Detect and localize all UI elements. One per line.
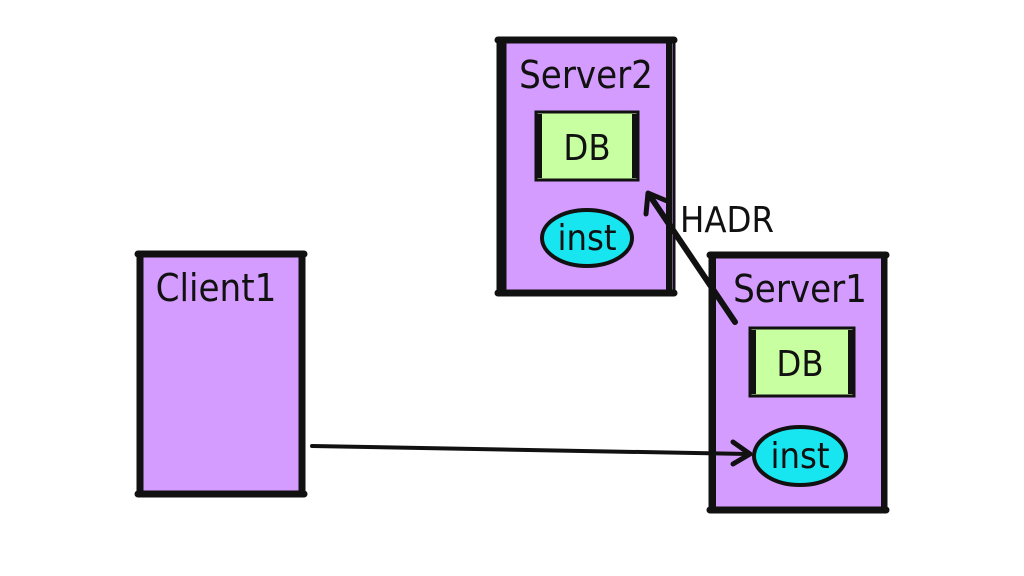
server2-title: Server2 [519, 53, 653, 97]
server2-db: DB [534, 110, 640, 182]
server2-node: Server2 DB inst [494, 36, 678, 297]
server1-inst: inst [752, 425, 848, 487]
server1-title: Server1 [733, 267, 867, 311]
client1-title: Client1 [156, 266, 277, 310]
hadr-label: HADR [680, 200, 774, 241]
client1-node: Client1 [134, 250, 308, 498]
server1-inst-label: inst [770, 436, 829, 477]
server1-db: DB [748, 326, 856, 398]
server1-node: Server1 DB inst [706, 251, 890, 514]
hadr-arrow [643, 190, 738, 325]
server2-inst: inst [540, 208, 634, 268]
client-to-server1-arrow [310, 439, 753, 467]
server2-db-label: DB [563, 128, 610, 169]
server2-inst-label: inst [557, 218, 616, 259]
server1-db-label: DB [776, 344, 823, 385]
